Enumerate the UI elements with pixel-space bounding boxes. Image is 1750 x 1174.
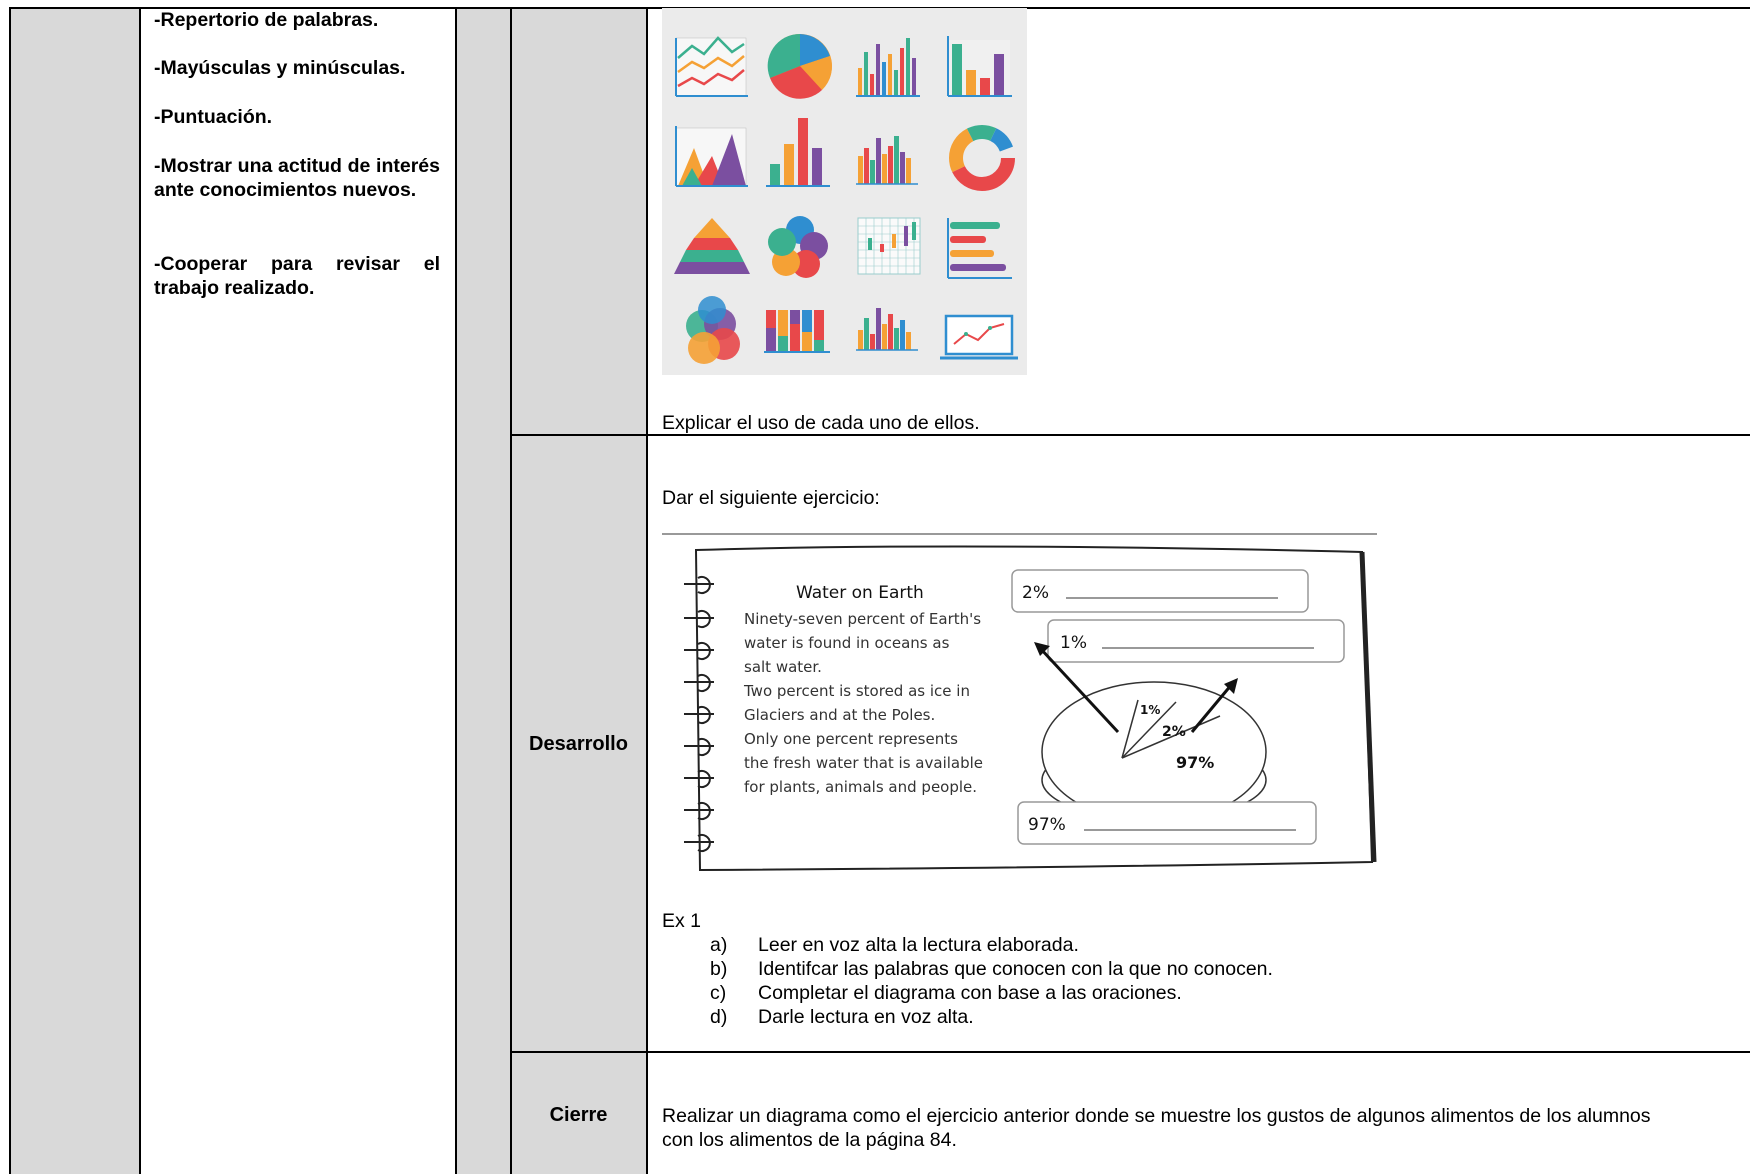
- row-divider-desarrollo: [510, 434, 1750, 436]
- grid-chart-icon: [857, 217, 921, 275]
- venn-chart-icon: [686, 296, 740, 364]
- chart-icons-graphic: [674, 33, 1018, 364]
- water-on-earth-worksheet: Water on Earth Ninety-seven percent of E…: [662, 532, 1377, 872]
- bar-chart-icon-5: [856, 308, 918, 351]
- objective-item: -Cooperar para revisar el trabajo realiz…: [154, 253, 440, 299]
- worksheet-title: Water on Earth: [796, 583, 924, 603]
- worksheet-line: salt water.: [744, 658, 822, 676]
- objective-item: -Repertorio de palabras.: [154, 9, 379, 31]
- table-border-v2: [139, 7, 141, 1174]
- row-divider-cierre: [510, 1051, 1750, 1053]
- gray-column-phase: [510, 8, 647, 1174]
- gray-column-middle: [456, 8, 510, 1174]
- bar-chart-icon-1: [856, 38, 920, 97]
- list-marker: d): [710, 1006, 728, 1028]
- laptop-line-chart-icon: [940, 314, 1018, 360]
- worksheet-line: Glaciers and at the Poles.: [744, 706, 935, 724]
- worksheet-line: Only one percent represents: [744, 730, 958, 748]
- worksheet-line: for plants, animals and people.: [744, 778, 977, 796]
- worksheet-line: Ninety-seven percent of Earth's: [744, 610, 981, 628]
- pie-chart-icon: [767, 33, 832, 99]
- gray-column-left: [9, 8, 140, 1174]
- list-text: Completar el diagrama con base a las ora…: [758, 982, 1182, 1004]
- pie-label: 2%: [1162, 724, 1186, 740]
- bar-chart-icon-4: [856, 136, 918, 185]
- horizontal-bar-icon: [947, 218, 1012, 279]
- answer-box-label: 2%: [1022, 583, 1049, 603]
- list-marker: c): [710, 982, 727, 1004]
- stacked-bar-icon: [764, 310, 830, 353]
- phase-label-cierre: Cierre: [549, 1104, 608, 1126]
- bar-chart-icon-3: [766, 118, 830, 187]
- area-chart-icon: [675, 126, 748, 187]
- table-border-v5: [646, 7, 648, 1174]
- chart-icons-image: [662, 8, 1027, 375]
- donut-chart-icon: [949, 125, 1015, 191]
- cierre-text: Realizar un diagrama como el ejercicio a…: [662, 1105, 1651, 1151]
- table-top-border: [9, 7, 1750, 9]
- line-chart-icon: [675, 36, 748, 97]
- objective-item: -Mostrar una actitud de interés ante con…: [154, 155, 440, 201]
- list-text: Identifcar las palabras que conocen con …: [758, 958, 1273, 980]
- list-text: Leer en voz alta la lectura elaborada.: [758, 934, 1079, 956]
- worksheet-line: the fresh water that is available: [744, 754, 983, 772]
- table-border-v3: [455, 7, 457, 1174]
- pie-label: 1%: [1140, 703, 1160, 717]
- worksheet-line: Two percent is stored as ice in: [743, 682, 970, 700]
- answer-box-label: 1%: [1060, 633, 1087, 653]
- objective-item: -Mayúsculas y minúsculas.: [154, 57, 406, 79]
- exercise-title: Ex 1: [662, 910, 702, 932]
- phase-label-desarrollo: Desarrollo: [529, 733, 628, 755]
- objective-item: -Puntuación.: [154, 106, 273, 128]
- pyramid-chart-icon: [674, 218, 750, 274]
- explain-text: Explicar el uso de cada uno de ellos.: [662, 412, 980, 434]
- spiral-binding-icon: [684, 576, 714, 852]
- table-border-v4: [510, 7, 512, 1174]
- pie-label: 97%: [1176, 753, 1214, 772]
- worksheet-line: water is found in oceans as: [744, 634, 950, 652]
- bar-chart-icon-2: [947, 36, 1012, 97]
- list-text: Darle lectura en voz alta.: [758, 1006, 974, 1028]
- table-border-v1: [9, 7, 11, 1174]
- answer-box-label: 97%: [1028, 815, 1066, 835]
- petal-chart-icon: [768, 216, 828, 278]
- list-marker: a): [710, 934, 728, 956]
- list-marker: b): [710, 958, 728, 980]
- worksheet-graphic: Water on Earth Ninety-seven percent of E…: [662, 533, 1377, 872]
- exercise-intro: Dar el siguiente ejercicio:: [662, 487, 880, 509]
